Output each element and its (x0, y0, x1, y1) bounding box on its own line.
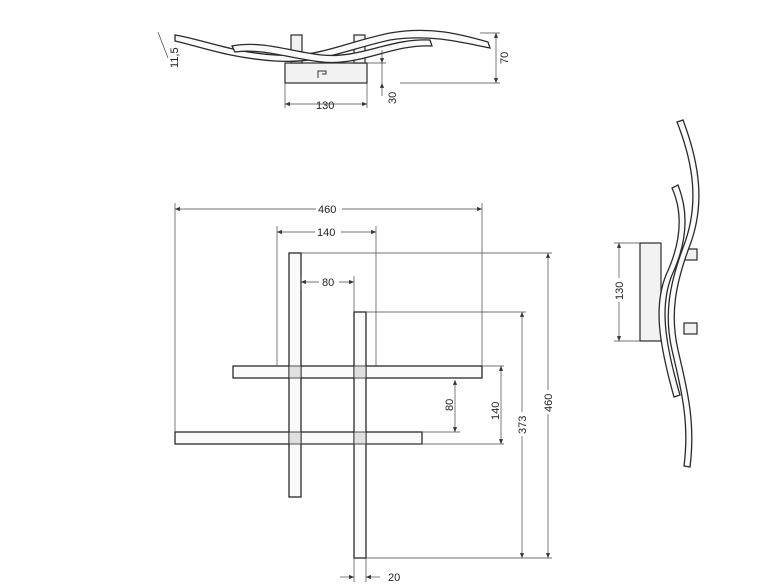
dim-total-height-label: 460 (543, 394, 555, 412)
dim-line-thickness (157, 31, 169, 59)
dim-total-width-label: 460 (318, 204, 336, 216)
dim-vert-140-label: 140 (490, 402, 502, 420)
connector-symbol-icon (317, 70, 327, 78)
dim-inner-width-label: 140 (317, 227, 335, 239)
side-wavy-arm-1 (667, 119, 700, 468)
dim-thickness-label: 11,5 (169, 47, 181, 68)
dim-base-width-label: 130 (316, 100, 334, 112)
side-post-bottom (683, 322, 698, 335)
side-base-block (639, 242, 662, 342)
top-post-left (290, 34, 303, 64)
dim-vert-373-label: 373 (517, 416, 529, 434)
dim-offset-80-label: 80 (322, 277, 334, 289)
dim-vert-80-label: 80 (444, 399, 456, 411)
front-view: 460 140 80 80 140 373 460 (174, 202, 555, 584)
dim-height-label: 70 (499, 52, 511, 64)
dim-base-height-label: 30 (387, 92, 399, 104)
top-view: 11,5 70 130 30 (157, 29, 511, 112)
dim-side-base-height-label: 130 (614, 282, 626, 300)
side-wavy-arm-2 (658, 184, 686, 398)
top-wavy-arm-2 (231, 39, 433, 64)
top-wavy-arm-1 (174, 29, 491, 63)
dim-bottom-20-label: 20 (388, 572, 400, 584)
side-view: 130 (611, 119, 700, 468)
